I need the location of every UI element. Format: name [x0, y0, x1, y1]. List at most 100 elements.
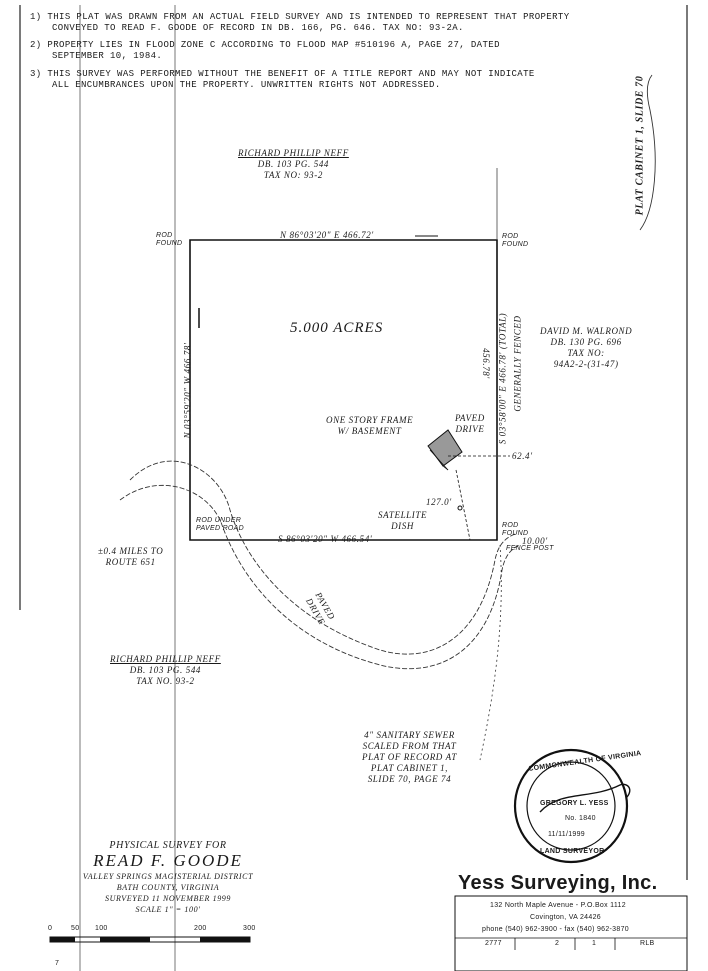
corner-sw-line-2: PAVED ROAD [196, 525, 244, 532]
route-line-1: ±0.4 MILES TO [98, 546, 164, 556]
property-boundary [189, 239, 498, 541]
corner-sw-line-1: ROD UNDER [196, 517, 242, 524]
sewer-line [479, 544, 502, 761]
scale-bar [49, 936, 251, 943]
seal-number: No. 1840 [565, 815, 596, 822]
owner-east-name: DAVID M. WALROND [540, 326, 633, 336]
east-partial-distance: 456.78' [480, 348, 491, 379]
company-cell-1: 2777 [485, 940, 502, 947]
title-line-3: VALLEY SPRINGS MAGISTERIAL DISTRICT [82, 872, 254, 881]
corner-se-line-1: ROD [502, 522, 519, 529]
fence-post-label: FENCE POST [506, 545, 554, 552]
sewer-line-4: PLAT CABINET 1, [370, 763, 449, 773]
satellite-line-2: DISH [391, 521, 414, 531]
route-label: ±0.4 MILES TO ROUTE 651 [98, 546, 163, 568]
corner-nw-line-1: ROD [156, 232, 173, 239]
note-3-line-2: ALL ENCUMBRANCES UPON THE PROPERTY. UNWR… [52, 80, 441, 90]
title-line-2: READ F. GOODE [93, 851, 243, 870]
owner-east-tax: 94A2-2-(31-47) [553, 359, 619, 369]
surveyor-seal [513, 748, 631, 864]
sewer-label: 4" SANITARY SEWER SCALED FROM THAT PLAT … [362, 730, 457, 785]
company-name: Yess Surveying, Inc. [458, 872, 658, 894]
seal-bottom-text: LAND SURVEYOR [540, 848, 605, 855]
paved-drive-label-line-2: DRIVE [455, 424, 485, 434]
corner-sw: ROD UNDER PAVED ROAD [196, 517, 244, 533]
owner-south: RICHARD PHILLIP NEFF DB. 103 PG. 544 TAX… [110, 654, 221, 687]
satellite-dish-symbol [457, 505, 463, 511]
title-line-6: SCALE 1" = 100' [135, 905, 201, 914]
note-1-line-2: CONVEYED TO READ F. GOODE OF RECORD IN D… [52, 23, 464, 33]
note-2: 2) PROPERTY LIES IN FLOOD ZONE C ACCORDI… [30, 40, 500, 62]
owner-north: RICHARD PHILLIP NEFF DB. 103 PG. 544 TAX… [238, 148, 349, 181]
note-2-line-1: PROPERTY LIES IN FLOOD ZONE C ACCORDING … [47, 40, 500, 50]
plat-cabinet-label: PLAT CABINET 1, SLIDE 70 [634, 75, 646, 216]
company-cell-3: 1 [592, 940, 597, 947]
house-label-line-1: ONE STORY FRAME [326, 415, 414, 425]
sewer-line-1: 4" SANITARY SEWER [364, 730, 455, 740]
corner-se-line-2: FOUND [502, 530, 529, 537]
dim-62: 62.4' [512, 451, 533, 461]
note-3: 3) THIS SURVEY WAS PERFORMED WITHOUT THE… [30, 69, 535, 91]
seal-date: 11/11/1999 [548, 831, 585, 838]
note-2-number: 2) [30, 40, 42, 50]
note-3-number: 3) [30, 69, 42, 79]
paved-drive-label: PAVED DRIVE [455, 413, 485, 435]
owner-north-name: RICHARD PHILLIP NEFF [238, 148, 349, 158]
note-3-line-1: THIS SURVEY WAS PERFORMED WITHOUT THE BE… [47, 69, 535, 79]
sewer-line-3: PLAT OF RECORD AT [362, 752, 457, 762]
satellite-dish-label: SATELLITE DISH [378, 510, 427, 532]
title-line-1: PHYSICAL SURVEY FOR [109, 840, 227, 851]
south-bearing: S 86°03'20" W 466.54' [278, 534, 373, 544]
corner-nw-line-2: FOUND [156, 240, 183, 247]
title-block: PHYSICAL SURVEY FOR READ F. GOODE VALLEY… [58, 840, 278, 915]
owner-south-deed: DB. 103 PG. 544 [129, 665, 202, 675]
company-address-1: 132 North Maple Avenue - P.O.Box 1112 [490, 902, 626, 909]
corner-ne: ROD FOUND [502, 233, 528, 249]
north-bearing: N 86°03'20" E 466.72' [280, 230, 374, 240]
company-cell-2: 2 [555, 940, 560, 947]
owner-east-tax-label: TAX NO: [567, 348, 605, 358]
dim-127: 127.0' [426, 497, 452, 507]
owner-east: DAVID M. WALROND DB. 130 PG. 696 TAX NO:… [540, 326, 632, 370]
west-bearing: N 03°59'20" W 466.78' [182, 342, 193, 439]
title-line-4: BATH COUNTY, VIRGINIA [116, 883, 220, 892]
sewer-line-2: SCALED FROM THAT [362, 741, 457, 751]
note-1: 1) THIS PLAT WAS DRAWN FROM AN ACTUAL FI… [30, 12, 570, 34]
scale-tick-300: 300 [243, 925, 256, 932]
scale-tick-50: 50 [71, 925, 80, 932]
owner-north-deed: DB. 103 PG. 544 [257, 159, 330, 169]
owner-south-tax: TAX NO. 93-2 [136, 676, 195, 686]
corner-se: ROD FOUND [502, 522, 528, 538]
house-footprint [427, 429, 463, 471]
note-1-line-1: THIS PLAT WAS DRAWN FROM AN ACTUAL FIELD… [47, 12, 570, 22]
plat-cabinet-flourish [639, 74, 656, 231]
paved-drive-curve-outer [129, 460, 516, 655]
owner-north-tax: TAX NO: 93-2 [263, 170, 323, 180]
sewer-line-5: SLIDE 70, PAGE 74 [367, 774, 452, 784]
scale-tick-0: 0 [48, 925, 53, 932]
owner-south-name: RICHARD PHILLIP NEFF [110, 654, 221, 664]
title-line-5: SURVEYED 11 NOVEMBER 1999 [104, 894, 232, 903]
route-line-2: ROUTE 651 [105, 557, 156, 567]
house-label-line-2: W/ BASEMENT [337, 426, 402, 436]
satellite-line-1: SATELLITE [378, 510, 428, 520]
house-label: ONE STORY FRAME W/ BASEMENT [326, 415, 413, 437]
note-1-number: 1) [30, 12, 42, 22]
east-total-bearing: S 03°58'00" E 466.78' (TOTAL) [497, 312, 508, 445]
company-cell-4: RLB [640, 940, 655, 947]
area-label: 5.000 ACRES [290, 320, 384, 336]
footer-mark: 7 [55, 960, 60, 967]
note-2-line-2: SEPTEMBER 10, 1984. [52, 51, 163, 61]
east-fenced-label: GENERALLY FENCED [512, 315, 523, 412]
dim-10: 10.00' [522, 536, 548, 546]
paved-drive-curve-inner [119, 484, 521, 670]
dim-127-line [455, 469, 471, 541]
seal-name: GREGORY L. YESS [540, 800, 609, 807]
scale-tick-200: 200 [194, 925, 207, 932]
corner-ne-line-2: FOUND [502, 241, 529, 248]
corner-nw: ROD FOUND [156, 232, 182, 248]
company-phone: phone (540) 962-3900 - fax (540) 962-387… [482, 926, 629, 933]
paved-drive-label-line-1: PAVED [455, 413, 485, 423]
scale-tick-100: 100 [95, 925, 108, 932]
